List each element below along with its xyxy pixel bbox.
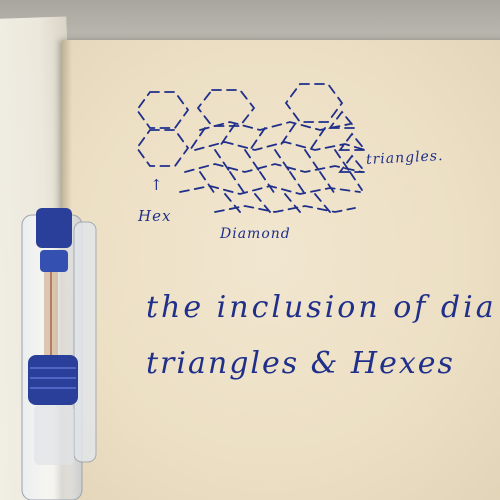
diamond-label: Diamond (220, 226, 291, 242)
pen-cap-top (36, 208, 72, 248)
diamond-grid (179, 121, 366, 213)
triangle-shapes (328, 110, 367, 173)
pen-clip (73, 221, 97, 463)
hexagon-shape (135, 91, 190, 129)
hex-label: Hex (138, 207, 172, 225)
hexagon-shape (284, 83, 344, 123)
hexagon-shape (135, 129, 190, 167)
hexagon-shape (196, 89, 256, 127)
pen-section (28, 355, 78, 405)
arrow-up-icon: ↑ (150, 176, 163, 194)
handwritten-line-1: the inclusion of dia (146, 290, 497, 325)
handwritten-line-2: triangles & Hexes (146, 346, 455, 381)
notebook-page (62, 40, 500, 500)
